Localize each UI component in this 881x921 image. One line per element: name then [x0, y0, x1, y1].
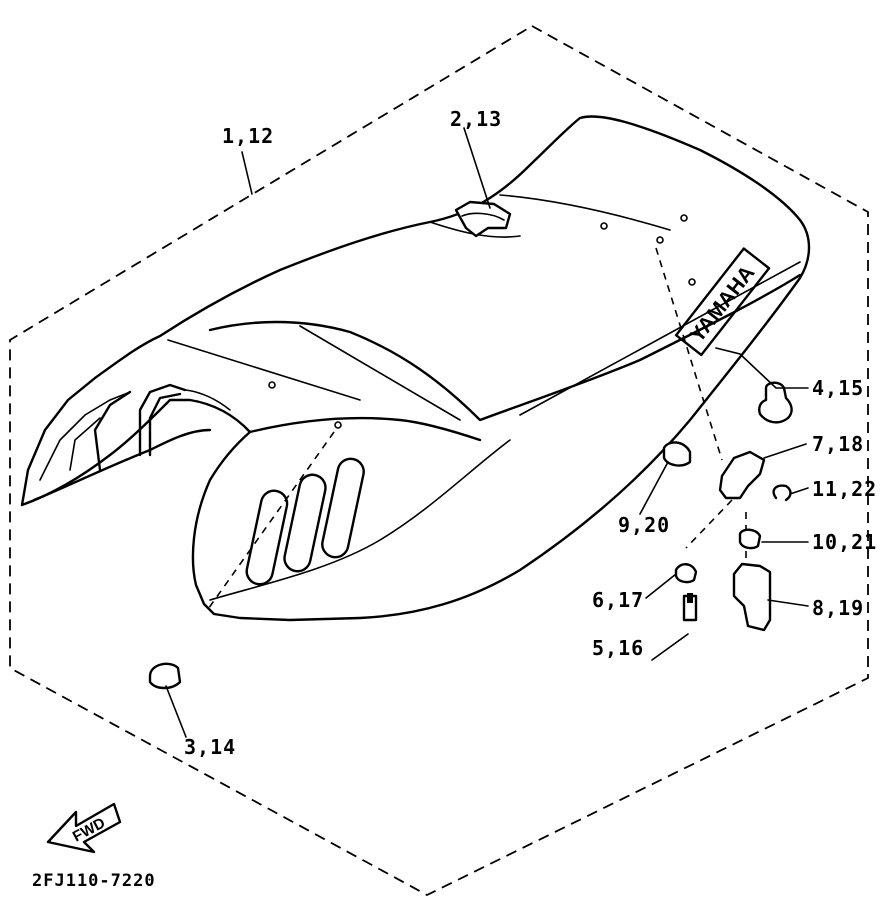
callout-7-18: 7,18 — [812, 432, 864, 456]
seat-strap — [454, 200, 512, 238]
drawing-code: 2FJ110-7220 — [32, 871, 156, 891]
circlip-part — [772, 484, 792, 502]
forward-arrow-icon: FWD — [46, 802, 122, 854]
callout-4-15: 4,15 — [812, 376, 864, 400]
hook-bracket — [718, 450, 766, 500]
callout-2-13: 2,13 — [450, 107, 502, 131]
callout-6-17: 6,17 — [592, 588, 644, 612]
callout-1-12: 1,12 — [222, 124, 274, 148]
callout-9-20: 9,20 — [618, 513, 670, 537]
assembly-line-hook — [655, 247, 723, 461]
callout-5-16: 5,16 — [592, 636, 644, 660]
lock-lever — [732, 562, 772, 632]
seat-body — [20, 115, 811, 622]
callout-10-21: 10,21 — [812, 530, 877, 554]
assembly-line-nut — [685, 499, 733, 549]
nut-part — [674, 563, 698, 584]
callout-8-19: 8,19 — [812, 596, 864, 620]
callout-11-22: 11,22 — [812, 477, 877, 501]
cushion-part — [758, 381, 793, 424]
leader-lines — [165, 127, 809, 738]
assembly-line-rear — [205, 431, 335, 613]
damper-rear — [148, 662, 182, 690]
bolt-part — [682, 593, 698, 622]
callout-3-14: 3,14 — [184, 735, 236, 759]
spring-part — [738, 528, 762, 550]
assembly-boundary — [9, 24, 869, 897]
